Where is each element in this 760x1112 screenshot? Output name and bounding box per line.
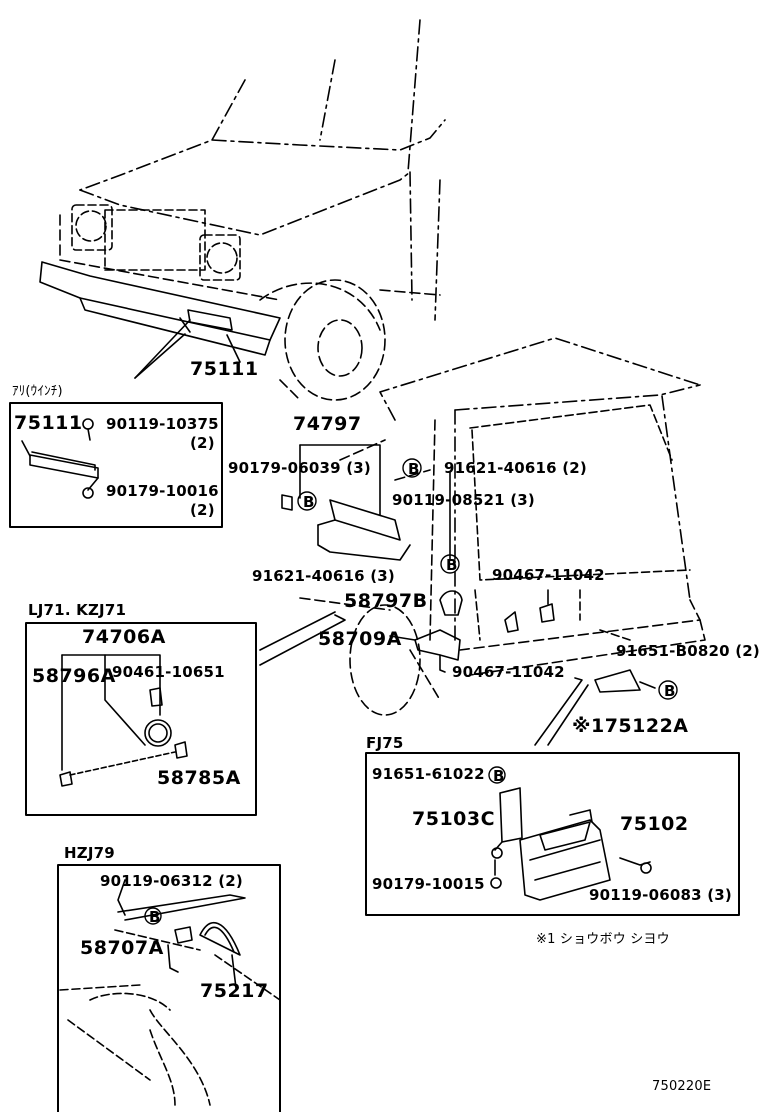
marker-b-6: B [149, 908, 161, 926]
label-90119-10375-qty: (2) [190, 434, 215, 452]
label-90119-06083: 90119-06083 (3) [589, 886, 732, 904]
winch-box-drawing [9, 402, 223, 528]
winch-box-header: ｱﾘ(ｳｲﾝﾁ) [12, 384, 63, 399]
label-90179-10015: 90179-10015 [372, 875, 485, 893]
lj71-box-drawing [25, 622, 257, 816]
label-58797B: 58797B [344, 590, 428, 612]
fj75-box-drawing [365, 752, 740, 916]
label-75217: 75217 [200, 980, 269, 1002]
label-75111-front: 75111 [190, 358, 259, 380]
hzj79-box-drawing [57, 864, 281, 1112]
label-90119-10375: 90119-10375 [106, 415, 219, 433]
marker-b-2: B [303, 493, 315, 511]
rear-vehicle-drawing [259, 337, 706, 746]
label-90119-06312: 90119-06312 (2) [100, 872, 243, 890]
fj75-box-header: FJ75 [366, 734, 404, 752]
label-90467-11042-a: 90467-11042 [492, 566, 605, 584]
lj71-box-header: LJ71. KZJ71 [28, 601, 127, 619]
label-91651-B0820: 91651-B0820 (2) [616, 642, 760, 660]
label-90179-10016: 90179-10016 [106, 482, 219, 500]
label-75122A: ※175122A [572, 715, 689, 737]
label-74706A: 74706A [82, 626, 166, 648]
label-75103C: 75103C [412, 808, 496, 830]
label-91621-40616-a: 91621-40616 (2) [444, 459, 587, 477]
label-58707A: 58707A [80, 937, 164, 959]
label-58785A: 58785A [157, 767, 241, 789]
label-90179-06039: 90179-06039 (3) [228, 459, 371, 477]
label-75102: 75102 [620, 813, 689, 835]
label-74797: 74797 [293, 413, 362, 435]
label-91621-40616-b: 91621-40616 (3) [252, 567, 395, 585]
front-vehicle-drawing [39, 19, 446, 401]
label-90179-10016-qty: (2) [190, 501, 215, 519]
label-90467-11042-b: 90467-11042 [452, 663, 565, 681]
marker-b-3: B [446, 556, 458, 574]
marker-b-1: B [408, 460, 420, 478]
label-91651-61022: 91651-61022 [372, 765, 485, 783]
figure-code: 750220E [652, 1079, 712, 1094]
label-75111-winch: 75111 [14, 412, 83, 434]
b-markers [144, 458, 678, 925]
label-90461-10651: 90461-10651 [112, 663, 225, 681]
label-58796A: 58796A [32, 665, 116, 687]
marker-b-5: B [493, 767, 505, 785]
hzj79-box-header: HZJ79 [64, 844, 115, 862]
label-58709A: 58709A [318, 628, 402, 650]
note-label: ※1 ショウボウ シヨウ [536, 932, 670, 947]
marker-b-4: B [664, 682, 676, 700]
label-90119-08521: 90119-08521 (3) [392, 491, 535, 509]
